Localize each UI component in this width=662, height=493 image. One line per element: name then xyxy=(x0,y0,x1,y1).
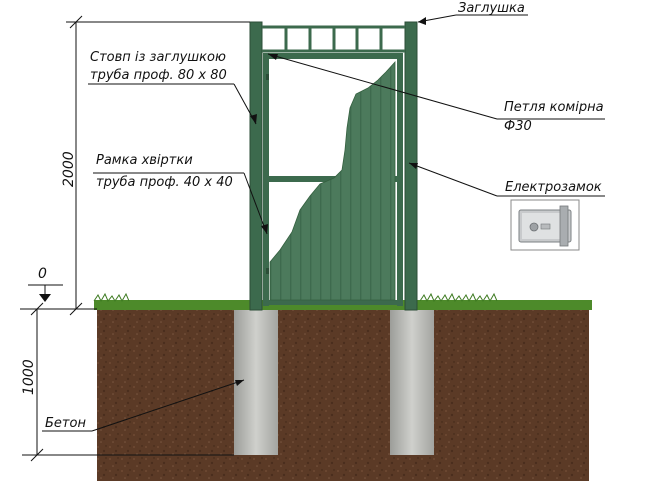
callout-cap xyxy=(417,14,528,25)
lock-label: Електрозамок xyxy=(505,180,602,195)
concrete-label: Бетон xyxy=(45,416,86,431)
ground-zero-text: 0 xyxy=(38,266,47,282)
frame-label-line1: Рамка хвіртки xyxy=(96,153,193,168)
callout-post xyxy=(88,83,257,125)
callout-frame xyxy=(93,172,268,235)
callout-lock xyxy=(408,162,605,197)
dimension-height-text: 2000 xyxy=(61,151,77,187)
electric-lock-icon xyxy=(510,199,580,251)
dimension-depth-text: 1000 xyxy=(21,359,37,395)
cap-label: Заглушка xyxy=(458,1,525,16)
ground-zero-marker xyxy=(20,284,97,310)
post-label-line1: Стовп із заглушкою xyxy=(90,50,226,65)
hinge-markers xyxy=(266,74,269,274)
soil xyxy=(97,309,589,481)
hinge-label-line1: Петля комірна xyxy=(504,100,604,115)
gate-sheet xyxy=(269,60,396,301)
concrete-footing-right xyxy=(390,309,434,455)
callout-hinge xyxy=(267,53,605,120)
frame-label-line2: труба проф. 40 х 40 xyxy=(96,175,233,190)
post-left xyxy=(249,21,263,311)
hinge-label-line2: Ф30 xyxy=(504,119,532,134)
post-label-line2: труба проф. 80 х 80 xyxy=(90,68,227,83)
dimension-depth xyxy=(22,302,234,462)
top-lattice xyxy=(262,25,405,53)
callout-concrete xyxy=(42,379,245,432)
